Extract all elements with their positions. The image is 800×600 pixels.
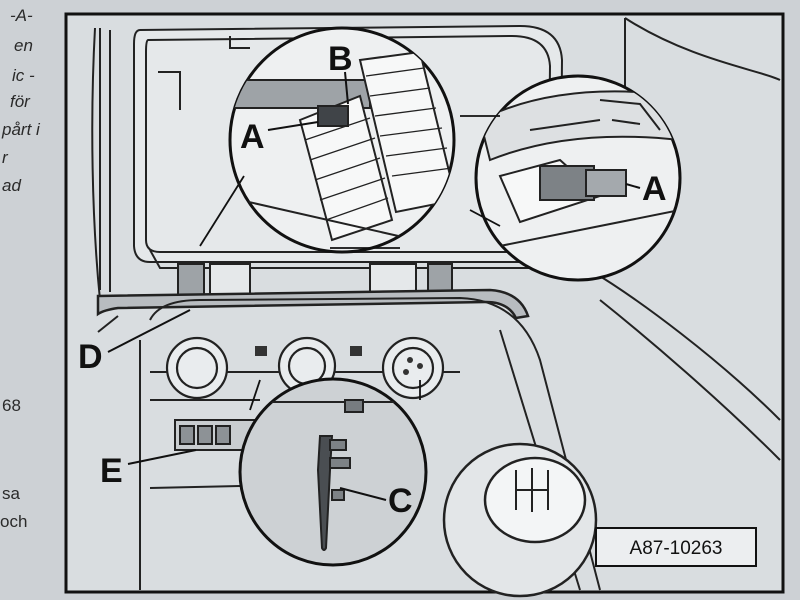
climate-knobs (165, 336, 445, 400)
reference-box (595, 527, 757, 567)
label-a-right: A (642, 170, 667, 208)
label-a-left: A (240, 118, 265, 156)
page-text-line: 68 (2, 396, 21, 415)
leader-b (344, 71, 349, 105)
trim-strip-edge (97, 315, 119, 333)
page-text-line: sa (2, 484, 20, 503)
leader-c (339, 487, 387, 501)
label-b: B (328, 40, 353, 78)
label-e: E (100, 452, 123, 490)
leader-a-left (267, 121, 319, 131)
page-text-line: ic - (12, 66, 35, 85)
label-c: C (388, 482, 413, 520)
page-text-line: för (10, 92, 30, 111)
page-text-margin: -A- en ic - för pårt i r ad 68 sa och (0, 0, 60, 600)
leader-lines (199, 115, 501, 411)
detail-circle-c (238, 377, 428, 567)
switch-panel-e (149, 399, 260, 489)
gear-lever-knob (442, 442, 598, 598)
detail-circle-b (228, 26, 456, 254)
label-d: D (78, 338, 103, 376)
leader-e (127, 449, 197, 465)
trim-strip-d (96, 288, 530, 320)
page-text-line: pårt i (2, 120, 40, 139)
left-panel-lines (91, 27, 111, 301)
leader-a-right (625, 183, 641, 189)
page-text-line: och (0, 512, 28, 531)
leader-d (107, 309, 191, 353)
reference-number: A87-10263 (630, 538, 723, 559)
page-text-line: -A- (10, 6, 33, 25)
page-text-line: en (14, 36, 33, 55)
page-text-line: r (2, 148, 8, 167)
detail-circle-a (474, 74, 682, 282)
page-text-line: ad (2, 176, 21, 195)
knob-indicator-icons (255, 346, 423, 375)
